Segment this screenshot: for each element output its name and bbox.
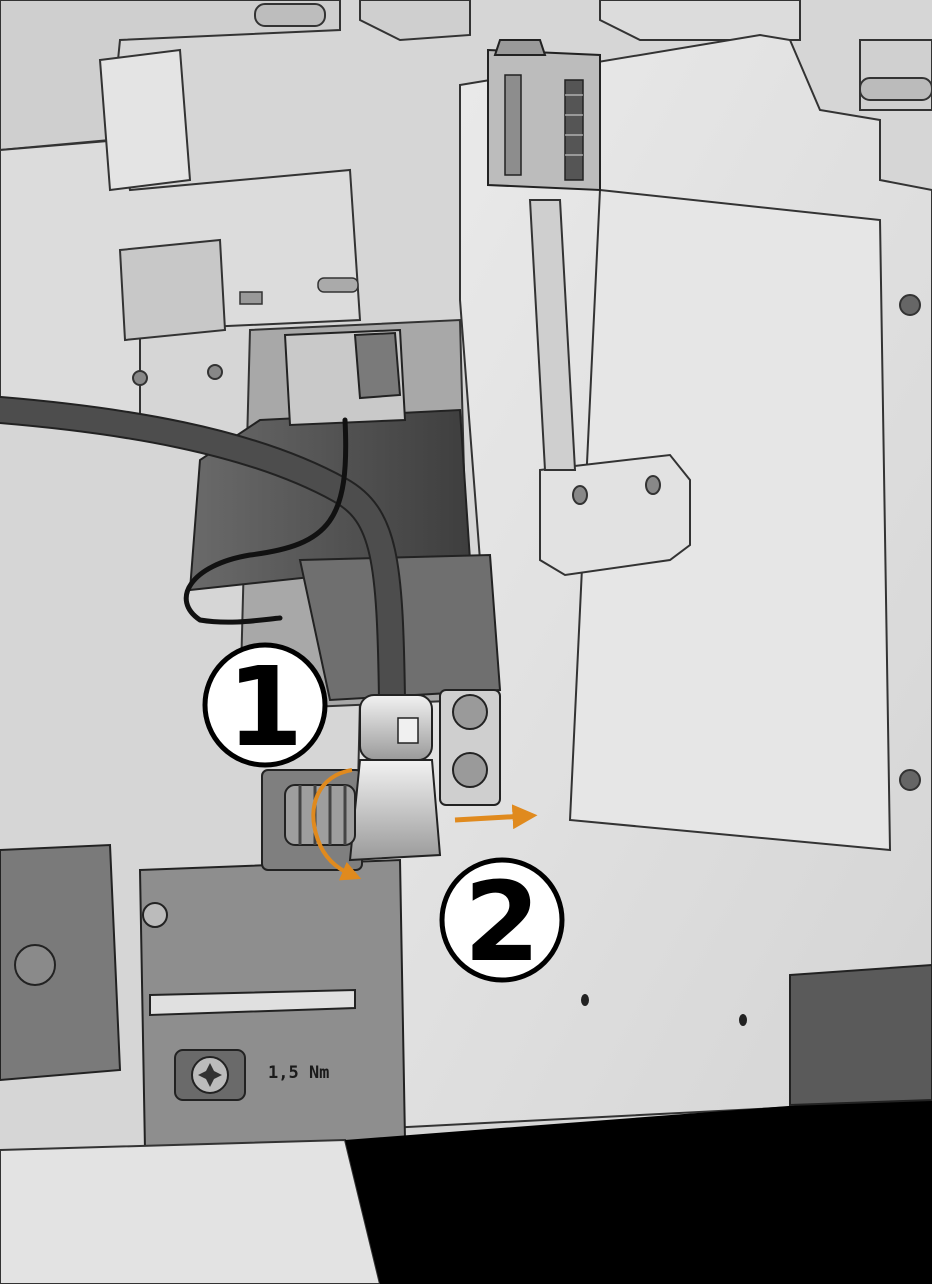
top-center-bracket bbox=[359, 0, 471, 42]
motor-screw bbox=[142, 902, 168, 928]
torque-label: 1,5 Nm bbox=[268, 1063, 329, 1083]
motor-plate bbox=[0, 843, 122, 1082]
step-2-number: 2 bbox=[464, 858, 541, 986]
pull-arrow-icon bbox=[454, 804, 538, 830]
right-pin bbox=[859, 77, 932, 101]
top-left-plate bbox=[0, 0, 341, 152]
clamp-slot bbox=[149, 988, 356, 1017]
step-1-number: 1 bbox=[227, 643, 304, 771]
connector-screws bbox=[439, 689, 501, 806]
pin-left bbox=[239, 291, 263, 305]
rotate-arrow-icon bbox=[311, 768, 362, 881]
bottom-cover-black bbox=[345, 1095, 932, 1284]
torx-screw-icon bbox=[191, 1056, 229, 1094]
terminal-block bbox=[487, 39, 601, 192]
right-lower-block bbox=[789, 963, 932, 1107]
cable bbox=[0, 398, 404, 712]
pin-middle bbox=[317, 277, 359, 293]
motor-shaft bbox=[14, 944, 56, 986]
module-connector bbox=[283, 328, 407, 427]
top-right-bracket bbox=[599, 0, 801, 41]
wire bbox=[183, 417, 349, 625]
bracket-hole-1 bbox=[572, 485, 588, 505]
bottom-cover-left bbox=[0, 1138, 382, 1284]
vertical-rail bbox=[528, 199, 577, 471]
screw-hole-b bbox=[207, 364, 223, 380]
upper-slot-plate bbox=[98, 48, 192, 192]
angle-connector bbox=[261, 694, 442, 871]
side-bracket bbox=[539, 453, 691, 577]
panel-hole-upper bbox=[899, 294, 921, 316]
bracket-hole-2 bbox=[645, 475, 661, 495]
screw-hole-a bbox=[132, 370, 148, 386]
panel-hole-small-2 bbox=[739, 1014, 747, 1026]
cover-plate bbox=[568, 188, 892, 852]
slot-window bbox=[118, 238, 227, 342]
step-1-marker: 1 bbox=[202, 642, 328, 771]
top-pin bbox=[254, 3, 326, 27]
step-2-marker: 2 bbox=[439, 857, 565, 986]
panel-hole-lower bbox=[899, 769, 921, 791]
panel-hole-small-1 bbox=[581, 994, 589, 1006]
